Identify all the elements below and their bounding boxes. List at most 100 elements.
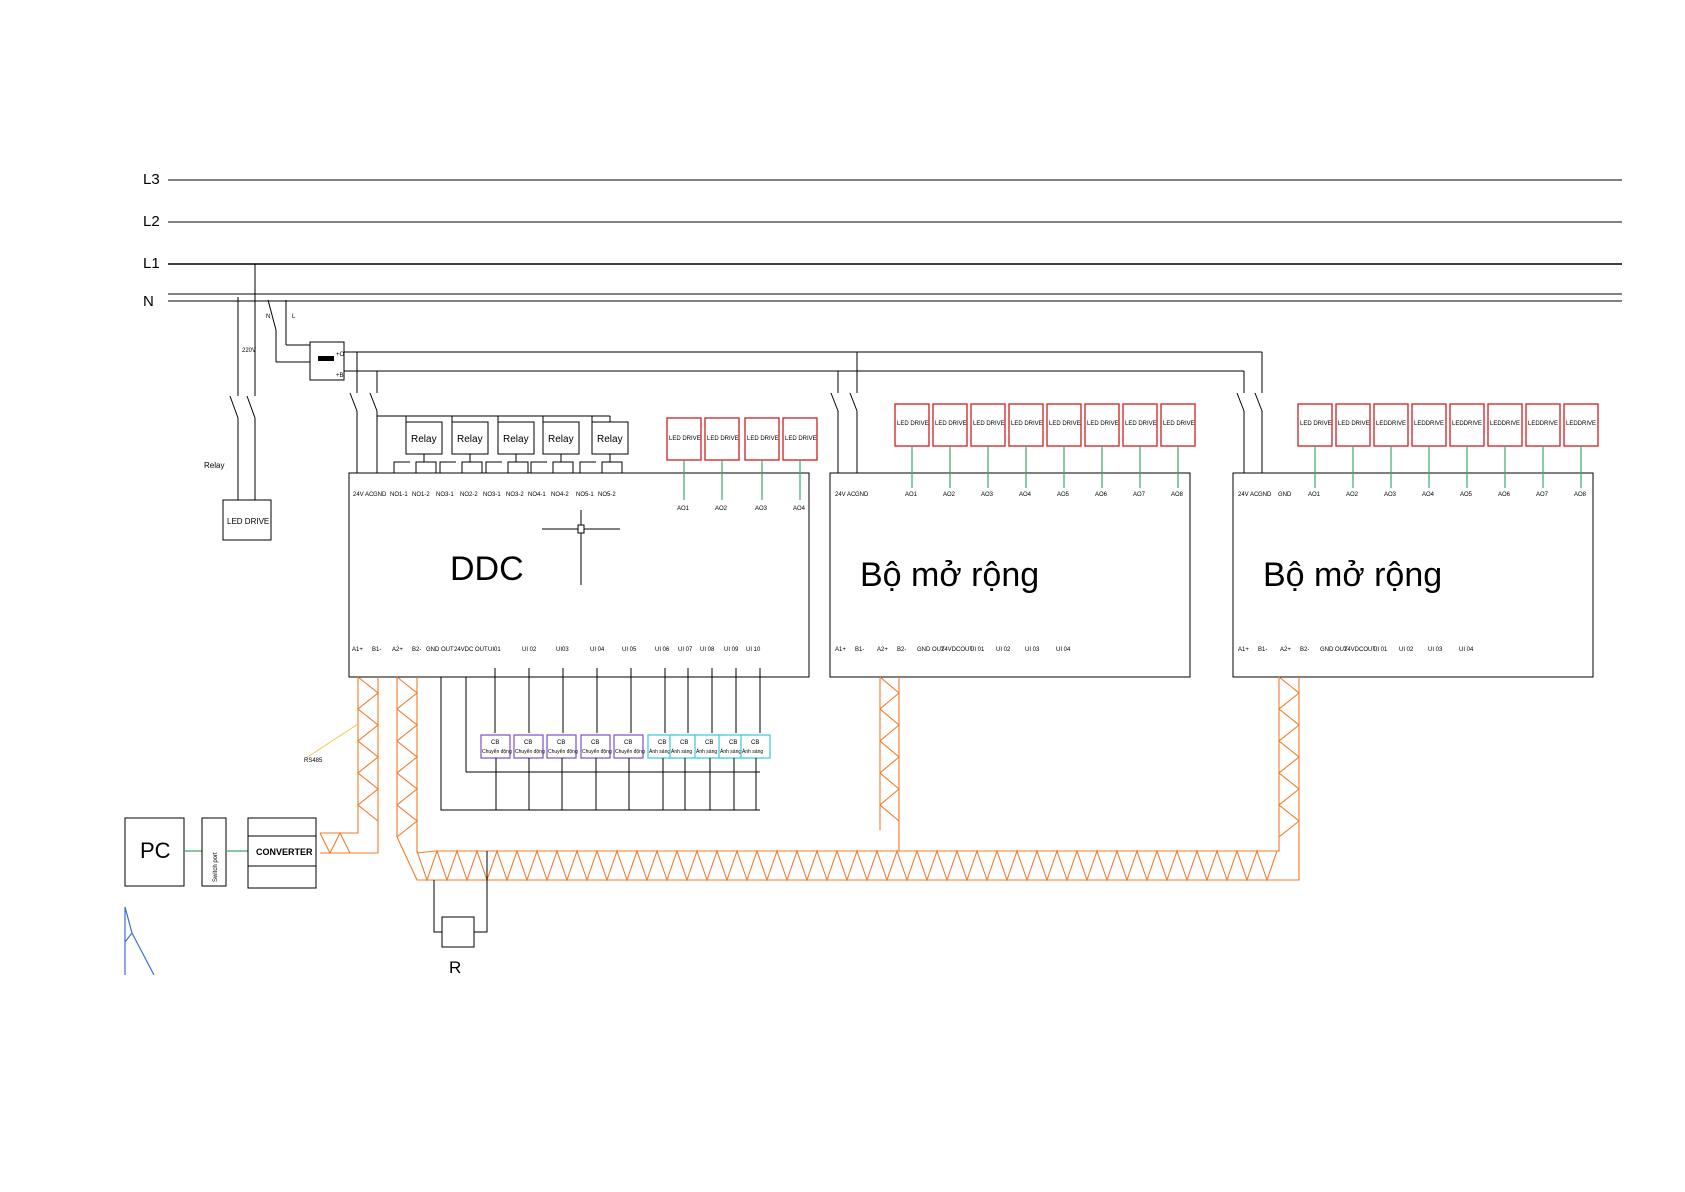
ddc-bottom-term-9: UI 04 (590, 647, 605, 653)
expander-1-led-drive-4 (1008, 403, 1044, 447)
expander-1-led-drive-7 (1122, 403, 1158, 447)
ddc-ao-2: AO2 (715, 506, 728, 512)
expander-2-ao-2: AO2 (1346, 492, 1359, 498)
ddc-bottom-term-11: UI 06 (655, 647, 670, 653)
ddc-top-term-9: NO4-2 (551, 492, 569, 498)
expander-1-ao-3: AO3 (981, 492, 994, 498)
expander-2-bottom-term-1: B1- (1258, 647, 1267, 653)
expander-2-top-term-2: GND (1278, 492, 1292, 498)
expander-1-led-drive-6-label: LED DRIVE (1087, 421, 1119, 427)
expander-1-ao-4: AO4 (1019, 492, 1032, 498)
ddc-led-drive-2-label: LED DRIVE (707, 436, 739, 442)
expander-1-bottom-term-1: B1- (855, 647, 864, 653)
rs485-label: RS485 (304, 758, 323, 764)
expander-2-ao-4: AO4 (1422, 492, 1435, 498)
expander-1-ao-8: AO8 (1171, 492, 1184, 498)
sensor-1-desc: Chuyển động (482, 748, 512, 755)
relay-1-label: Relay (411, 434, 437, 445)
ddc-bottom-term-15: UI 10 (746, 647, 761, 653)
relay-3-label: Relay (503, 434, 529, 445)
ddc-bottom-term-6: UI01 (488, 647, 501, 653)
expander-2-bottom-term-4: GND OUT (1320, 647, 1348, 653)
ddc-top-term-11: NO5-2 (598, 492, 616, 498)
expander-2-led-drive-4 (1411, 403, 1447, 447)
expander-1-ao-7: AO7 (1133, 492, 1146, 498)
relay-5-label: Relay (597, 434, 623, 445)
expander-2-led-drive-2-label: LED DRIVE (1338, 421, 1370, 427)
power-supply: N L +O +B (266, 299, 1263, 473)
sensor-2-code: CB (524, 740, 532, 746)
ddc-top-term-5: NO2-2 (460, 492, 478, 498)
expander-1-top-term-1: GND (855, 492, 869, 498)
sensor-10-code: CB (751, 740, 759, 746)
expander-2-ao-6: AO6 (1498, 492, 1511, 498)
sensor-8-desc: Ánh sáng (696, 748, 717, 755)
expander-2-bottom-term-2: A2+ (1280, 647, 1291, 653)
pc-box (124, 817, 185, 887)
ddc-ao-1: AO1 (677, 506, 690, 512)
expander-2-bottom-term-0: A1+ (1238, 647, 1249, 653)
switch-port-label: Switch port (213, 852, 219, 882)
expander-1-bottom-term-5: 24VDCOUT (941, 647, 973, 653)
expander-1-led-drive-6 (1084, 403, 1120, 447)
expander-2-title: Bộ mở rộng (1263, 556, 1442, 594)
expander-1-box (829, 472, 1191, 678)
voltage-label: 220V (242, 348, 256, 354)
ddc-top-term-6: NO3-1 (483, 492, 501, 498)
ddc-title: DDC (450, 550, 524, 588)
relay-4-label: Relay (548, 434, 574, 445)
supply-plus-label: +O (336, 352, 345, 358)
expander-1-bottom-term-3: B2- (897, 647, 906, 653)
ddc-top-term-2: NO1-1 (390, 492, 408, 498)
expander-2-led-drive-1 (1297, 403, 1333, 447)
expander-2-bottom-term-7: UI 02 (1399, 647, 1414, 653)
sensor-3-code: CB (557, 740, 565, 746)
ddc-bottom-term-7: UI 02 (522, 647, 537, 653)
expander-1: Bộ mở rộng (829, 472, 1191, 678)
ddc-bottom-term-8: UI03 (556, 647, 569, 653)
expander-1-bottom-term-7: UI 02 (996, 647, 1011, 653)
sensor-5-desc: Chuyển động (615, 748, 645, 755)
switch-port-box (201, 817, 227, 887)
ddc-controller: DDC (348, 415, 810, 678)
sensor-2-desc: Chuyển động (515, 748, 545, 755)
expander-1-top-term-0: 24V AC (835, 492, 856, 498)
resistor-box (441, 916, 475, 948)
resistor-label: R (449, 958, 461, 977)
sensor-4-desc: Chuyển động (582, 748, 612, 755)
sensor-4-code: CB (591, 740, 599, 746)
ddc-bottom-term-10: UI 05 (622, 647, 637, 653)
expander-1-led-drive-4-label: LED DRIVE (1011, 421, 1043, 427)
expander-2-led-drive-8-label: LEDDRIVE (1566, 421, 1596, 427)
expander-1-bottom-term-6: UI 01 (970, 647, 985, 653)
relay-5 (591, 421, 629, 455)
relay-2-label: Relay (457, 434, 483, 445)
expander-2-bottom-term-8: UI 03 (1428, 647, 1443, 653)
bus-label-n: N (143, 293, 154, 310)
converter-label: CONVERTER (256, 847, 313, 857)
ddc-bottom-term-1: B1- (372, 647, 381, 653)
ddc-box (348, 472, 810, 678)
expander-1-led-drive-5 (1046, 403, 1082, 447)
network-devices: PC Switch port CONVERTER RS485 R (124, 758, 488, 977)
ddc-relays: Relay Relay Relay Relay Relay (393, 416, 629, 473)
ddc-bottom-term-3: B2- (412, 647, 421, 653)
ddc-ao-3: AO3 (755, 506, 768, 512)
ddc-bottom-term-14: UI 09 (724, 647, 739, 653)
expander-2-bottom-term-6: UI 01 (1373, 647, 1388, 653)
sensor-6-desc: Ánh sáng (649, 748, 670, 755)
expander-2-ao-7: AO7 (1536, 492, 1549, 498)
ddc-led-drive-1-label: LED DRIVE (669, 436, 701, 442)
expander-1-led-drive-5-label: LED DRIVE (1049, 421, 1081, 427)
ddc-led-drive-4 (782, 417, 818, 461)
rs485-network (305, 676, 1300, 882)
expander-2-led-drive-8 (1563, 403, 1599, 447)
sensor-7-code: CB (680, 740, 688, 746)
pc-label: PC (140, 838, 171, 863)
expander-2-led-drive-7 (1525, 403, 1561, 447)
ddc-bottom-term-0: A1+ (352, 647, 363, 653)
expander-1-bottom-term-2: A2+ (877, 647, 888, 653)
